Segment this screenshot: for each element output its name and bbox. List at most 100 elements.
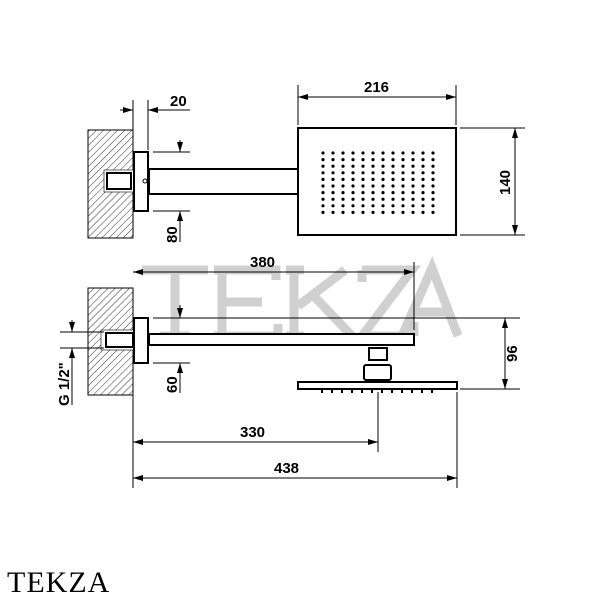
nozzle-dot bbox=[431, 158, 435, 162]
nozzle bbox=[421, 390, 423, 393]
nozzle-dot bbox=[431, 171, 435, 175]
nozzle-dot bbox=[351, 197, 355, 201]
dim-drop: 96 bbox=[504, 345, 521, 362]
logo: TEKZA bbox=[7, 566, 111, 599]
nozzle-dot bbox=[411, 184, 415, 188]
nozzle-dot bbox=[391, 204, 395, 208]
top-view bbox=[87, 85, 525, 242]
nozzle-dot bbox=[331, 197, 335, 201]
nozzle-dot bbox=[351, 164, 355, 168]
nozzle-dot bbox=[401, 204, 405, 208]
nozzle-dot bbox=[321, 177, 325, 181]
wall-plate bbox=[133, 151, 149, 212]
nozzle-dot bbox=[321, 210, 325, 214]
nozzle-dot bbox=[401, 158, 405, 162]
nozzle-dot bbox=[341, 210, 345, 214]
nozzle bbox=[411, 390, 413, 393]
nozzle-dot bbox=[361, 210, 365, 214]
nozzle-dot bbox=[331, 177, 335, 181]
nozzle-dot bbox=[361, 158, 365, 162]
nozzle-dot bbox=[321, 197, 325, 201]
nozzle-dot bbox=[321, 158, 325, 162]
dim-total: 438 bbox=[274, 460, 299, 477]
nozzle-dot bbox=[361, 177, 365, 181]
dim-arm-length: 380 bbox=[250, 254, 275, 271]
nozzle bbox=[321, 390, 323, 393]
nozzle-dot bbox=[421, 171, 425, 175]
nozzle-dot bbox=[341, 184, 345, 188]
nozzle-dot bbox=[411, 204, 415, 208]
nozzle-dot bbox=[381, 191, 385, 195]
nozzle-dot bbox=[341, 151, 345, 155]
nozzle-dot bbox=[411, 158, 415, 162]
nozzle-dot bbox=[361, 204, 365, 208]
nozzle-dot bbox=[411, 151, 415, 155]
nozzle-dot bbox=[431, 197, 435, 201]
nozzle-dot bbox=[371, 204, 375, 208]
nozzle-dot bbox=[371, 171, 375, 175]
dim-center: 330 bbox=[240, 424, 265, 441]
nozzle-dot bbox=[431, 164, 435, 168]
nozzle-dot bbox=[381, 151, 385, 155]
nozzle-dot bbox=[411, 210, 415, 214]
nozzle bbox=[381, 390, 383, 393]
nozzle-dot bbox=[331, 158, 335, 162]
nozzle-dot bbox=[431, 210, 435, 214]
nozzle-dot bbox=[411, 191, 415, 195]
nozzle-dot bbox=[361, 164, 365, 168]
nozzle-dot bbox=[351, 177, 355, 181]
connector bbox=[368, 347, 388, 361]
nozzle-dot bbox=[321, 191, 325, 195]
nozzle-dot bbox=[321, 164, 325, 168]
nozzle bbox=[331, 390, 333, 393]
dim-head-height: 140 bbox=[497, 170, 514, 195]
nozzle-dot bbox=[341, 197, 345, 201]
nozzle-dot bbox=[341, 171, 345, 175]
nozzle-dot bbox=[381, 210, 385, 214]
nozzle-dot bbox=[371, 151, 375, 155]
nozzle-dot bbox=[421, 210, 425, 214]
nozzle-dot bbox=[401, 171, 405, 175]
nozzle-dot bbox=[371, 184, 375, 188]
shower-arm bbox=[148, 168, 299, 195]
nozzle-dot bbox=[401, 164, 405, 168]
nozzle-dot bbox=[421, 151, 425, 155]
nozzle-dot bbox=[431, 177, 435, 181]
nozzle-dot bbox=[391, 151, 395, 155]
shower-head-side bbox=[297, 381, 458, 390]
nozzle-dot bbox=[341, 191, 345, 195]
nozzle-dot bbox=[421, 177, 425, 181]
dim-thread: G 1/2" bbox=[56, 362, 73, 406]
nozzle-dot bbox=[351, 204, 355, 208]
nozzle-dot bbox=[421, 184, 425, 188]
wall-fitting bbox=[106, 172, 132, 190]
nozzle-dot bbox=[351, 151, 355, 155]
shower-head bbox=[297, 127, 457, 236]
nozzle-dot bbox=[381, 204, 385, 208]
nozzle-dot bbox=[401, 191, 405, 195]
nozzle-dot bbox=[331, 171, 335, 175]
nozzle-dot bbox=[351, 171, 355, 175]
nozzle-dot bbox=[331, 151, 335, 155]
nozzle-dot bbox=[371, 210, 375, 214]
nozzle-dot bbox=[371, 158, 375, 162]
nozzle-dot bbox=[341, 177, 345, 181]
nozzle bbox=[401, 390, 403, 393]
nozzle-dot bbox=[421, 191, 425, 195]
nozzle-dot bbox=[351, 184, 355, 188]
nozzle-dot bbox=[391, 164, 395, 168]
nozzle-dot bbox=[331, 184, 335, 188]
nozzle-dot bbox=[361, 171, 365, 175]
nozzle-dot bbox=[431, 191, 435, 195]
nozzle-dot bbox=[411, 171, 415, 175]
nozzle-dot bbox=[341, 164, 345, 168]
nozzle-dot bbox=[321, 204, 325, 208]
nozzle bbox=[361, 390, 363, 393]
nozzle-dot bbox=[421, 158, 425, 162]
nozzle-dot bbox=[381, 164, 385, 168]
shower-arm bbox=[148, 333, 415, 346]
nozzle-dot bbox=[391, 158, 395, 162]
nozzle-dot bbox=[391, 177, 395, 181]
nozzle-dot bbox=[411, 177, 415, 181]
